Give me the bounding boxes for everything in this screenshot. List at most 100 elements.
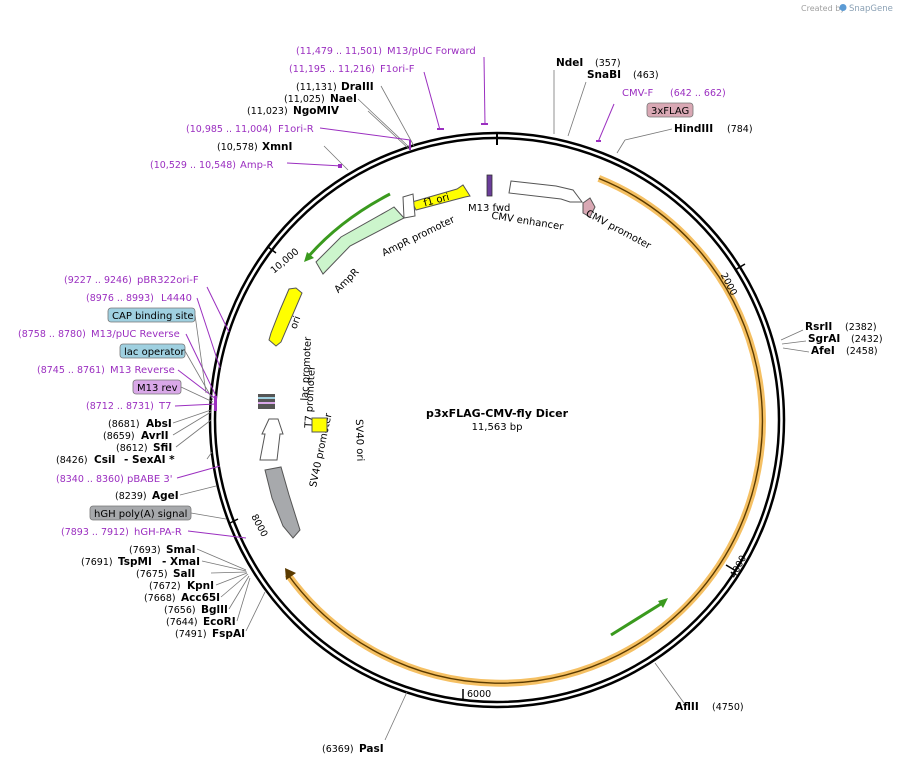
pbabe3-leader	[176, 465, 221, 479]
pbr322ori-f-primer: pBR322ori-F	[137, 275, 199, 286]
f1ori-r-mark	[409, 140, 411, 150]
tick-2000	[734, 263, 746, 271]
f1ori-f-leader	[423, 71, 441, 131]
kpni-pos: (7672)	[149, 581, 181, 592]
plasmid-name: p3xFLAG-CMV-fly Dicer	[426, 407, 569, 420]
hindiii-pos: (784)	[727, 124, 753, 135]
pbabe3-pos: (8340 .. 8360)	[56, 474, 124, 485]
tick-label-8000: 8000	[248, 512, 269, 539]
acc65i-site: Acc65I	[181, 592, 220, 604]
naei-site: NaeI	[330, 93, 357, 105]
cmv-enhancer-arrow	[508, 180, 583, 203]
absi-leader	[172, 409, 212, 424]
3xflag-box	[646, 102, 694, 118]
snabi-leader	[567, 81, 587, 137]
tick-10000	[267, 246, 277, 254]
lac-operator-label: lac operator	[124, 347, 185, 358]
f1ori-r-primer: F1ori-R	[278, 124, 314, 135]
hindiii-site: HindIII	[674, 123, 713, 135]
m13-puc-reverse-primer: M13/pUC Reverse	[91, 329, 180, 340]
ori-label: ori	[289, 315, 304, 331]
created-by-text: Created by	[801, 4, 845, 13]
ecori-leader	[236, 577, 251, 622]
sv40-ori-label: SV40 ori	[353, 419, 365, 461]
tick-label-6000: 6000	[467, 689, 491, 700]
3xflag-leader	[616, 139, 626, 154]
m13-fwd-label: M13 fwd	[468, 203, 510, 214]
pasi-site: PasI	[359, 743, 384, 755]
pbr322ori-f-pos: (9227 .. 9246)	[64, 275, 132, 286]
naei-pos: (11,025)	[284, 94, 325, 105]
amp-r-primer: Amp-R	[240, 160, 274, 171]
rsrii-site: RsrII	[805, 321, 832, 333]
ori-arrow	[268, 287, 303, 347]
f1ori-f-mark	[437, 128, 444, 130]
ecori-site: EcoRI	[203, 616, 236, 628]
l4440-pos: (8976 .. 8993)	[86, 293, 154, 304]
aflii-site: AflII	[675, 701, 699, 713]
xmni-pos: (10,578)	[217, 142, 258, 153]
hindiii-leader	[624, 128, 673, 141]
acc65i-leader	[220, 573, 249, 598]
smai-pos: (7693)	[129, 545, 161, 556]
draiii-site: DraIII	[341, 81, 374, 93]
fspai-site: FspAI	[212, 628, 245, 640]
sfii-pos: (8612)	[116, 443, 148, 454]
fspai-leader	[245, 591, 266, 632]
cmv-promoter-label: CMV promoter	[584, 208, 654, 252]
draiii-pos: (11,131)	[296, 82, 337, 93]
t7-primer-pos: (8712 .. 8731)	[86, 401, 154, 412]
green-arrow-right	[610, 600, 665, 637]
f1ori-r-pos: (10,985 .. 11,004)	[186, 124, 272, 135]
agei-site: AgeI	[152, 490, 179, 502]
sali-leader	[210, 571, 248, 574]
cap-binding-site-stripe	[258, 397, 275, 399]
lac-promoter-label: lac promoter	[300, 336, 314, 401]
sv40-promoter-arrow	[259, 418, 284, 461]
smai-leader	[196, 548, 247, 571]
m13-rev-label: M13 rev	[137, 383, 178, 394]
ngomiv-site: NgoMIV	[293, 105, 340, 117]
m13-fwd-marker	[486, 174, 493, 197]
cmv-f-mark	[596, 140, 601, 142]
l4440-leader	[196, 297, 221, 369]
m13-puc-reverse-pos: (8758 .. 8780)	[18, 329, 86, 340]
sexai-site: - SexAI *	[124, 454, 175, 466]
tspmi-pos: (7691)	[81, 557, 113, 568]
backbone-inner-ring	[213, 136, 781, 704]
cds-arc-line	[287, 177, 764, 684]
f1ori-f-primer: F1ori-F	[380, 64, 415, 75]
kpni-leader	[215, 572, 248, 586]
t7-primer-leader	[174, 403, 217, 407]
cmv-f-primer: CMV-F	[622, 88, 653, 99]
ampr-label: AmpR	[333, 267, 362, 296]
pbr322ori-f-leader	[206, 286, 230, 333]
sgrai-pos: (2432)	[851, 334, 883, 345]
amp-r-pos: (10,529 .. 10,548)	[150, 160, 236, 171]
fspai-pos: (7491)	[175, 629, 207, 640]
sali-site: SalI	[173, 568, 195, 580]
bglii-pos: (7656)	[164, 605, 196, 616]
amp-r-leader	[286, 162, 343, 167]
pasi-pos: (6369)	[322, 744, 354, 755]
csii-leader	[206, 451, 213, 460]
t7-primer: T7	[158, 401, 171, 412]
hgh-polya-leader	[190, 512, 227, 520]
rsrii-leader	[780, 329, 804, 341]
avrii-leader	[172, 411, 212, 436]
hgh-polya-signal-arrow	[264, 466, 301, 539]
bglii-site: BglII	[201, 604, 228, 616]
ngomiv-pos: (11,023)	[247, 106, 288, 117]
m13-puc-reverse-leader	[185, 333, 217, 397]
cap-binding-site-label: CAP binding site	[112, 311, 194, 322]
csii-pos: (8426)	[56, 455, 88, 466]
green-arrow-right-head	[658, 598, 668, 608]
3xflag-label: 3xFLAG	[651, 106, 689, 117]
absi-pos: (8681)	[108, 419, 140, 430]
sali-pos: (7675)	[136, 569, 168, 580]
m13-puc-forward-pos: (11,479 .. 11,501)	[296, 46, 382, 57]
avrii-site: AvrII	[141, 430, 169, 442]
m13-reverse-primer: M13 Reverse	[110, 365, 175, 376]
sfii-site: SfiI	[153, 442, 172, 454]
